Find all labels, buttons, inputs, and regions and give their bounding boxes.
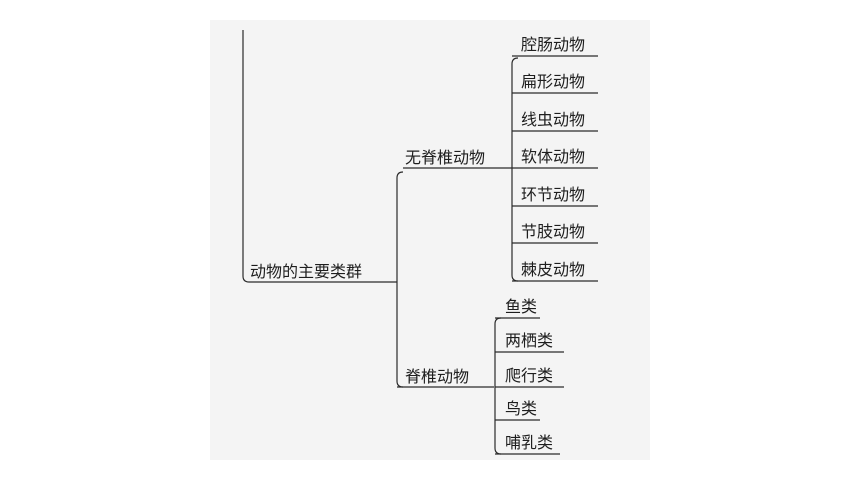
branch-2-leaf-underlines bbox=[495, 317, 564, 455]
leaf-flatworms: 扁形动物 bbox=[521, 72, 586, 91]
leaf-mammals: 哺乳类 bbox=[505, 433, 554, 452]
leaf-reptiles: 爬行类 bbox=[505, 366, 554, 385]
leaf-arthropods: 节肢动物 bbox=[521, 222, 586, 241]
root-label: 动物的主要类群 bbox=[250, 262, 363, 281]
leaf-fish: 鱼类 bbox=[505, 297, 538, 316]
leaf-nematodes: 线虫动物 bbox=[521, 110, 586, 129]
root-bracket-line bbox=[242, 30, 397, 283]
leaf-amphibians: 两栖类 bbox=[505, 331, 554, 350]
leaf-birds: 鸟类 bbox=[505, 399, 538, 418]
leaf-cnidaria: 腔肠动物 bbox=[521, 35, 586, 54]
leaf-mollusks: 软体动物 bbox=[521, 147, 586, 166]
branch-2-bracket bbox=[494, 317, 502, 455]
branch-vertebrate-label: 脊椎动物 bbox=[405, 367, 470, 386]
leaf-echinoderms: 棘皮动物 bbox=[521, 260, 586, 279]
leaf-annelids: 环节动物 bbox=[521, 185, 586, 204]
branch-invertebrate-label: 无脊椎动物 bbox=[405, 148, 486, 167]
branch-1-leaf-underlines bbox=[512, 55, 598, 282]
root-to-branches-line bbox=[396, 171, 404, 388]
branch-1-bracket bbox=[511, 57, 519, 282]
